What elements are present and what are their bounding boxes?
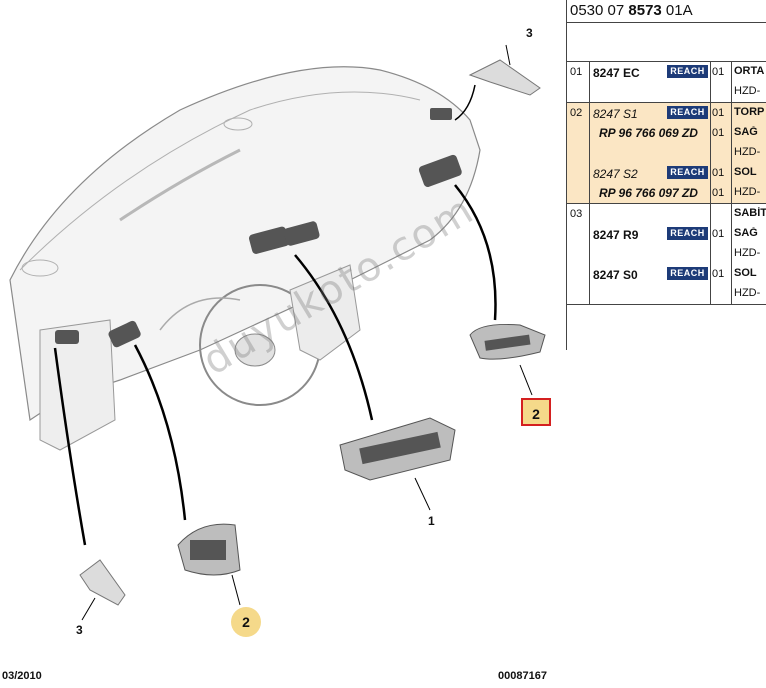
- part-row[interactable]: RP 96 766 097 ZD 01 HZD-: [567, 183, 766, 203]
- part-reference[interactable]: 8247 R9: [593, 228, 639, 242]
- column-divider: [589, 103, 590, 203]
- part-quantity: 01: [712, 268, 725, 280]
- part-number[interactable]: RP 96 766 069 ZD: [599, 126, 698, 140]
- part-reference[interactable]: 8247 S1: [593, 107, 638, 121]
- part-quantity: 01: [712, 167, 725, 179]
- part-quantity: 01: [712, 187, 725, 199]
- group-number: 03: [570, 208, 583, 220]
- part-row[interactable]: 8247 S1 REACH 01 TORP: [567, 103, 766, 123]
- part-reference[interactable]: 8247 S0: [593, 268, 638, 282]
- column-divider: [589, 204, 590, 304]
- part-description: SAĞ: [734, 227, 758, 239]
- part-reference[interactable]: 8247 S2: [593, 167, 638, 181]
- callout-3-top[interactable]: 3: [526, 26, 533, 40]
- column-divider: [589, 62, 590, 102]
- part-row[interactable]: RP 96 766 069 ZD 01 SAĞ: [567, 123, 766, 143]
- part-description: TORP: [734, 106, 765, 118]
- reach-badge: REACH: [667, 65, 708, 78]
- part-description: SOL: [734, 166, 757, 178]
- part-number[interactable]: RP 96 766 097 ZD: [599, 186, 698, 200]
- part-row[interactable]: 8247 S2 REACH 01 SOL: [567, 163, 766, 183]
- group-number: 02: [570, 107, 583, 119]
- parts-diagram: 3 2 1 2 3 duyukoto.com 03/2010 00087167: [2, 26, 551, 682]
- part-row[interactable]: HZD-: [567, 284, 766, 304]
- part-row[interactable]: 8247 S0 REACH 01 SOL: [567, 264, 766, 284]
- column-divider: [710, 103, 711, 203]
- parts-group[interactable]: 01 8247 EC REACH 01 ORTA HZD-: [567, 62, 766, 103]
- reach-badge: REACH: [667, 106, 708, 119]
- document-reference: 0530 07 8573 01A: [567, 0, 766, 23]
- callout-1[interactable]: 1: [428, 514, 435, 528]
- part-row[interactable]: 8247 EC REACH 01 ORTA: [567, 62, 766, 82]
- doc-ref-prefix: 0530 07: [570, 2, 629, 19]
- part-reference[interactable]: 8247 EC: [593, 66, 640, 80]
- column-divider: [710, 204, 711, 304]
- dashboard-illustration: [9, 44, 546, 621]
- part-quantity: 01: [712, 127, 725, 139]
- reach-badge: REACH: [667, 166, 708, 179]
- doc-ref-suffix: 01A: [661, 2, 693, 19]
- part-description: SABİT: [734, 207, 766, 219]
- part-description: HZD-: [734, 146, 761, 158]
- column-divider: [731, 103, 732, 203]
- part-description: SOL: [734, 267, 757, 279]
- part-description: SAĞ: [734, 126, 758, 138]
- group-number: 01: [570, 66, 583, 78]
- parts-group[interactable]: 03 SABİT 8247 R9 REACH 01 SAĞ HZD- 8247 S0 REACH…: [567, 204, 766, 305]
- column-divider: [731, 204, 732, 304]
- part-description: HZD-: [734, 186, 761, 198]
- part-row[interactable]: 8247 R9 REACH 01 SAĞ: [567, 224, 766, 244]
- part-row[interactable]: HZD-: [567, 244, 766, 264]
- part-row[interactable]: SABİT: [567, 204, 766, 224]
- callout-2-right[interactable]: 2: [521, 398, 551, 426]
- callout-2-left[interactable]: 2: [231, 607, 261, 637]
- parts-list-panel: 0530 07 8573 01A 01 8247 EC REACH 01 ORTA HZD…: [566, 0, 766, 350]
- part-description: HZD-: [734, 287, 761, 299]
- reach-badge: REACH: [667, 227, 708, 240]
- part-description: HZD-: [734, 85, 761, 97]
- callout-3-bottom[interactable]: 3: [76, 623, 83, 637]
- reach-badge: REACH: [667, 267, 708, 280]
- part-quantity: 01: [712, 107, 725, 119]
- part-quantity: 01: [712, 66, 725, 78]
- part-description: ORTA: [734, 65, 765, 77]
- part-quantity: 01: [712, 228, 725, 240]
- part-row[interactable]: HZD-: [567, 82, 766, 102]
- footer-code: 00087167: [498, 670, 547, 682]
- panel-header: [567, 23, 766, 62]
- column-divider: [710, 62, 711, 102]
- doc-ref-number: 8573: [628, 2, 662, 19]
- column-divider: [731, 62, 732, 102]
- footer-date: 03/2010: [2, 670, 42, 682]
- part-description: HZD-: [734, 247, 761, 259]
- part-row[interactable]: HZD-: [567, 143, 766, 163]
